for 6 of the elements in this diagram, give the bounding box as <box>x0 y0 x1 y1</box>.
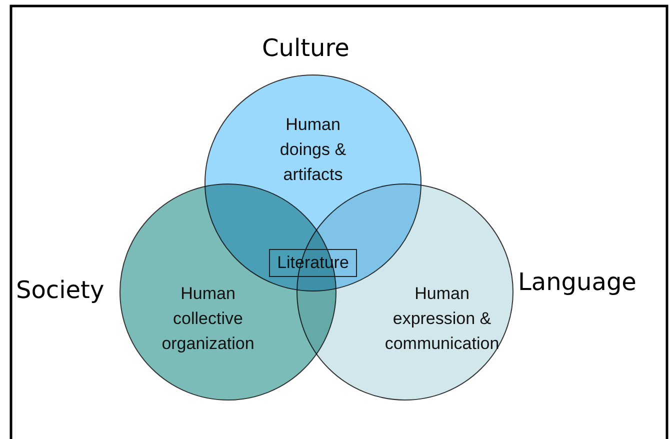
circle-heading: Culture <box>262 34 350 62</box>
circle-heading: Society <box>16 276 104 304</box>
circle-heading: Language <box>518 268 636 296</box>
circle-description: Human expression & communication <box>384 283 500 355</box>
circle-description: Human doings & artifacts <box>278 114 348 186</box>
circle-description: Human collective organization <box>160 283 256 355</box>
